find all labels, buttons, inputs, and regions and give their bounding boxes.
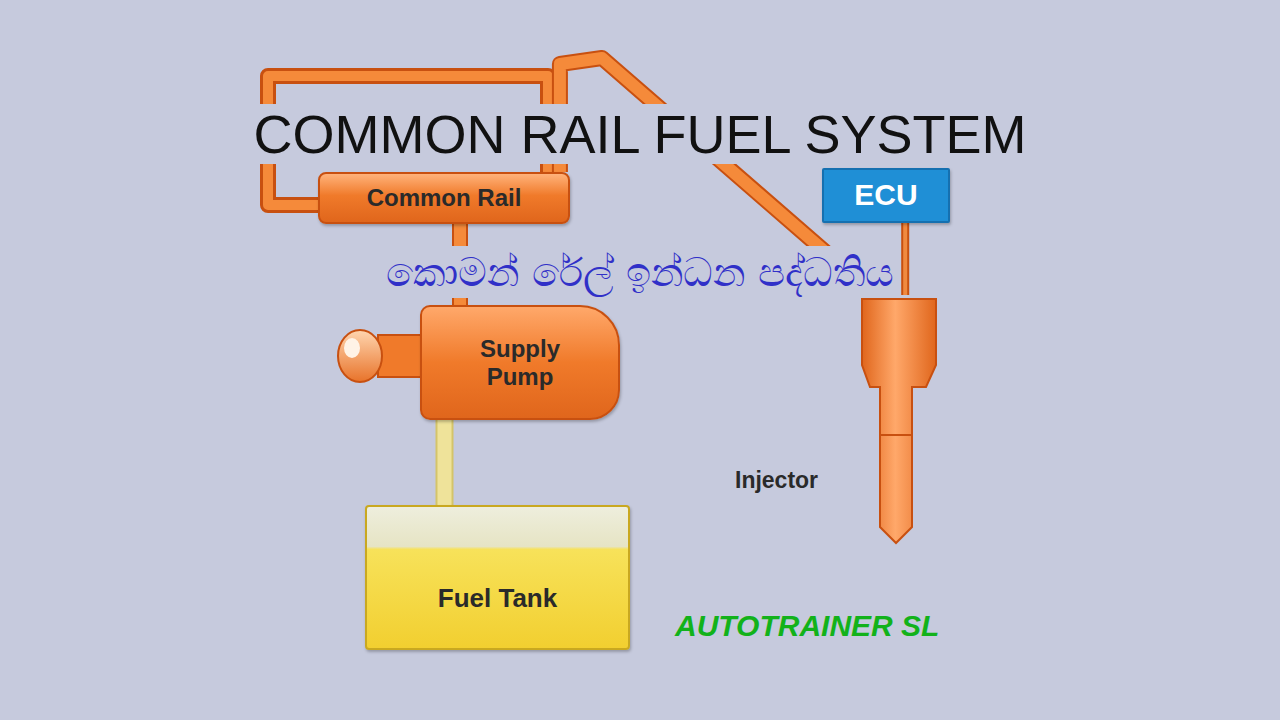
pipe [903, 223, 907, 295]
node-label: Injector [735, 467, 818, 493]
injector: Injector [730, 295, 945, 545]
ecu-box: ECU [822, 168, 950, 223]
watermark: AUTOTRAINER SL [675, 606, 939, 645]
ecu-signal-wire [905, 223, 906, 295]
node-label: Common Rail [367, 184, 522, 212]
pump-pulley [338, 330, 382, 382]
node-label: ECU [854, 178, 917, 213]
injector-nozzle-joint [880, 434, 912, 436]
common-rail-box: Common Rail [318, 172, 570, 224]
supply-pump-box: Supply Pump [420, 305, 620, 420]
diagram-title: COMMON RAIL FUEL SYSTEM [247, 104, 1032, 164]
fuel-feed-pipe [444, 420, 445, 505]
pump-highlight [344, 338, 360, 358]
pump-neck [378, 335, 424, 377]
pipe-outline [901, 223, 909, 295]
injector-outline [862, 299, 936, 543]
node-label: Fuel Tank [438, 584, 557, 614]
pipe [438, 420, 452, 505]
sinhala-title: කොමන් රේල් ඉන්ධන පද්ධතිය [380, 246, 900, 298]
injector-body [730, 295, 945, 545]
node-label: Supply Pump [460, 335, 580, 390]
pipe-outline [436, 420, 454, 505]
fuel-tank-box: Fuel Tank [365, 505, 630, 650]
